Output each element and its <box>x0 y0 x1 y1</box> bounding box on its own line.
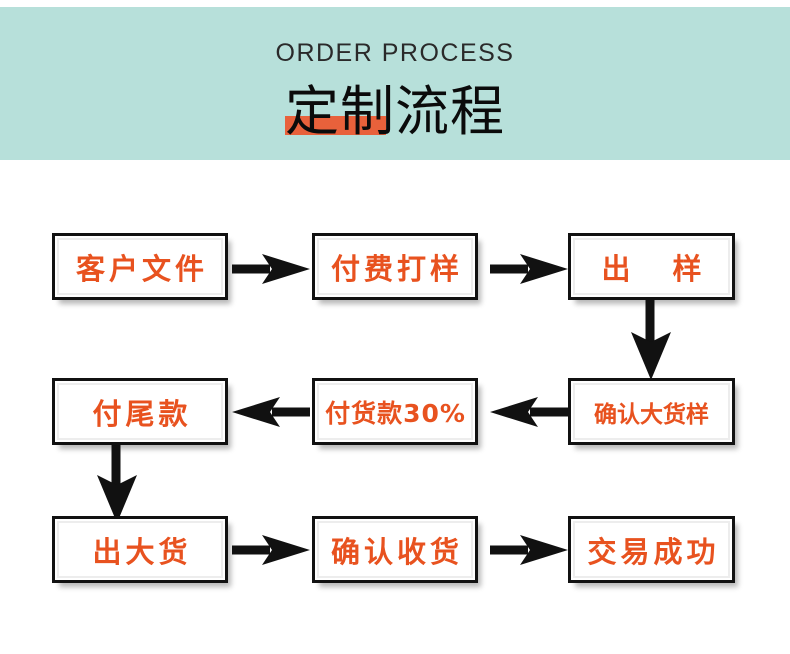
flow-node-sample-out[interactable]: 出 样 <box>568 233 735 300</box>
banner-chinese-title-text: 定制流程 <box>285 80 505 143</box>
arrow-right-r1c1 <box>232 250 310 288</box>
flow-node-label: 客户文件 <box>75 251 208 286</box>
flow-node-deposit-30[interactable]: 付货款30% <box>312 378 478 445</box>
arrow-right-r3c1 <box>232 531 310 569</box>
flow-node-label: 确认收货 <box>330 534 463 569</box>
arrow-right-r3c2 <box>490 531 568 569</box>
flow-node-label: 出 样 <box>601 251 718 286</box>
down-arrow-right-column <box>627 300 675 380</box>
flow-node-label: 付尾款 <box>92 396 192 431</box>
banner-english-title: ORDER PROCESS <box>275 39 515 67</box>
flow-node-transaction-success[interactable]: 交易成功 <box>568 516 735 583</box>
arrow-left-r2c1 <box>232 393 310 431</box>
title-highlight-bar <box>285 116 386 135</box>
flow-node-label: 交易成功 <box>587 534 720 569</box>
down-arrow-left-column <box>93 443 141 523</box>
flow-node-label: 付货款30% <box>325 398 466 428</box>
flow-node-label: 出大货 <box>92 534 192 569</box>
flow-node-final-payment[interactable]: 付尾款 <box>52 378 228 445</box>
arrow-left-r2c2 <box>490 393 568 431</box>
banner-chinese-title: 定制流程 <box>285 79 505 145</box>
header-banner: ORDER PROCESS 定制流程 <box>0 7 790 160</box>
flow-node-confirm-bulk-sample[interactable]: 确认大货样 <box>568 378 735 445</box>
flow-node-customer-file[interactable]: 客户文件 <box>52 233 228 300</box>
banner-chinese-title-wrap: 定制流程 <box>0 79 790 145</box>
flow-node-label: 付费打样 <box>330 251 463 286</box>
flow-node-confirm-receipt[interactable]: 确认收货 <box>312 516 478 583</box>
flow-node-paid-sampling[interactable]: 付费打样 <box>312 233 478 300</box>
flow-node-label: 确认大货样 <box>594 401 709 428</box>
arrow-right-r1c2 <box>490 250 568 288</box>
flow-node-bulk-production[interactable]: 出大货 <box>52 516 228 583</box>
